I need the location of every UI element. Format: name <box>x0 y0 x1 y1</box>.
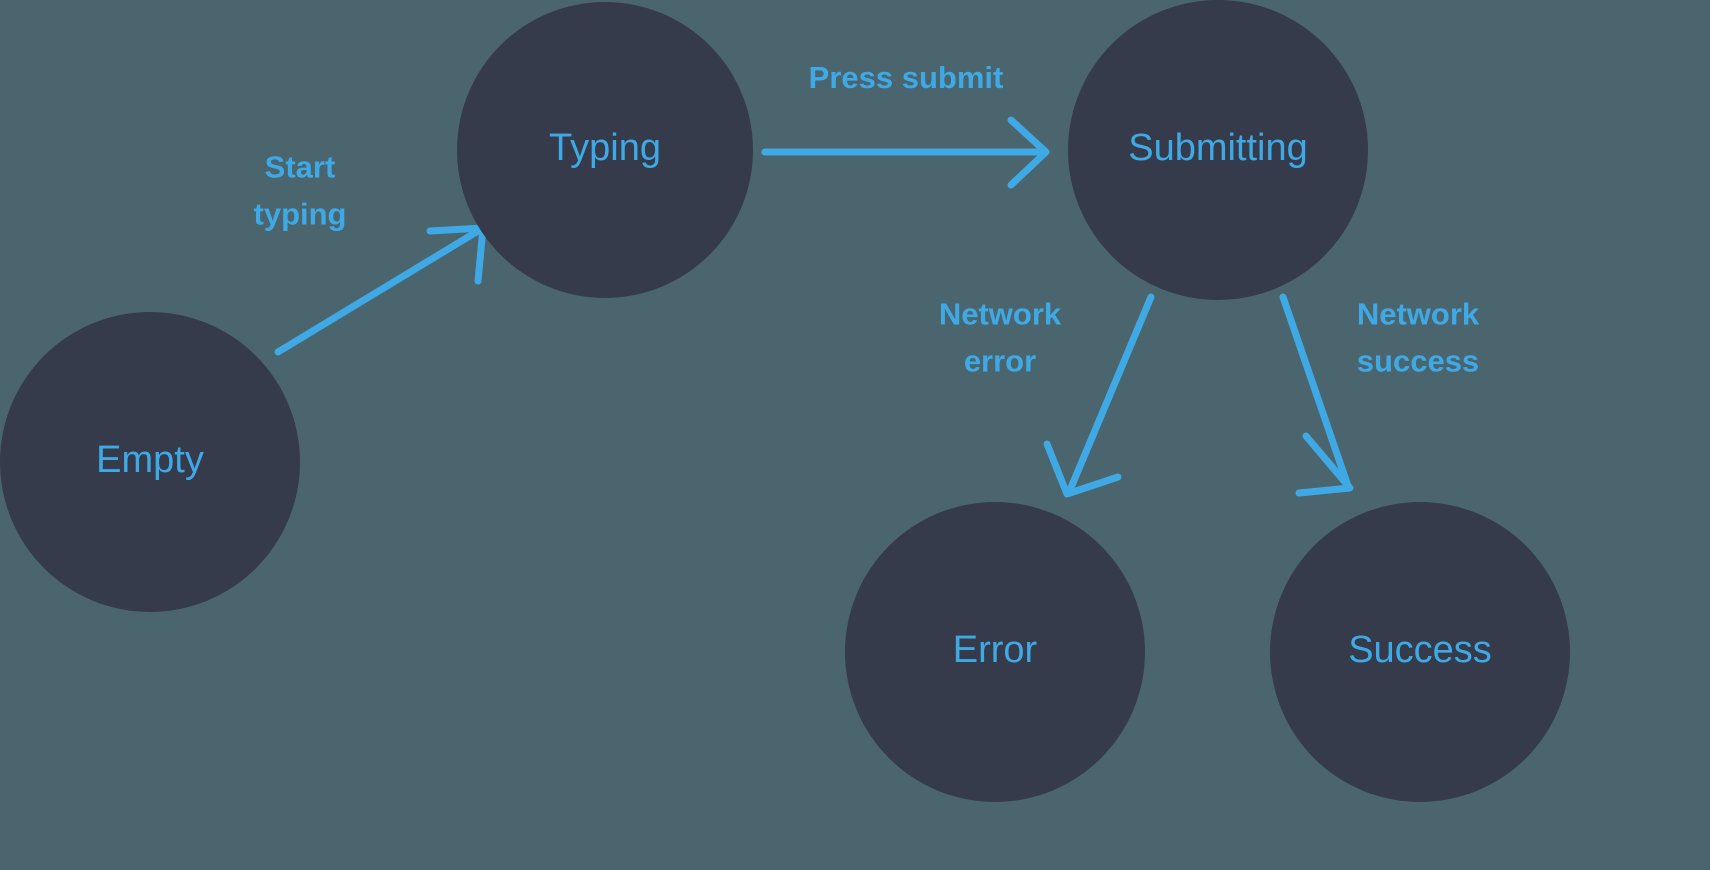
edge-label-submitting-to-error: Network error <box>939 297 1062 379</box>
edge-label-line: success <box>1357 344 1479 379</box>
edge-line-empty-to-typing <box>274 224 487 356</box>
edge-typing-to-submitting: Press submit <box>761 60 1050 189</box>
arrowhead-typing-to-submitting <box>1007 116 1050 189</box>
node-circle-submitting[interactable] <box>1068 0 1368 300</box>
state-node-submitting[interactable]: Submitting <box>1068 0 1368 300</box>
arrowhead-submitting-to-success <box>1295 432 1354 497</box>
node-circle-error[interactable] <box>845 502 1145 802</box>
edge-line-submitting-to-error <box>1066 293 1155 494</box>
node-label-submitting: Submitting <box>1128 127 1308 169</box>
node-label-typing: Typing <box>549 127 661 169</box>
state-node-success[interactable]: Success <box>1270 502 1570 802</box>
edge-label-line: Network <box>939 297 1062 332</box>
arrowhead-submitting-to-error <box>1043 440 1122 498</box>
edge-submitting-to-success: Network success <box>1279 293 1480 497</box>
edge-label-line: typing <box>254 197 347 232</box>
edge-line-submitting-to-success <box>1279 293 1351 487</box>
node-label-success: Success <box>1348 629 1492 671</box>
edge-submitting-to-error: Network error <box>939 293 1155 498</box>
state-node-error[interactable]: Error <box>845 502 1145 802</box>
edge-label-line: Start <box>265 150 336 185</box>
edge-label-submitting-to-success: Network success <box>1357 297 1480 379</box>
state-node-typing[interactable]: Typing <box>457 2 753 298</box>
edge-label-empty-to-typing: Start typing <box>254 150 347 232</box>
node-circle-typing[interactable] <box>457 2 753 298</box>
node-circle-success[interactable] <box>1270 502 1570 802</box>
node-label-error: Error <box>953 629 1038 671</box>
node-circle-empty[interactable] <box>0 312 300 612</box>
edge-label-line: Press submit <box>809 60 1004 95</box>
edge-label-line: error <box>964 344 1036 379</box>
edge-label-line: Network <box>1357 297 1480 332</box>
state-node-empty[interactable]: Empty <box>0 312 300 612</box>
node-label-empty: Empty <box>96 439 204 481</box>
edge-label-typing-to-submitting: Press submit <box>809 60 1004 95</box>
